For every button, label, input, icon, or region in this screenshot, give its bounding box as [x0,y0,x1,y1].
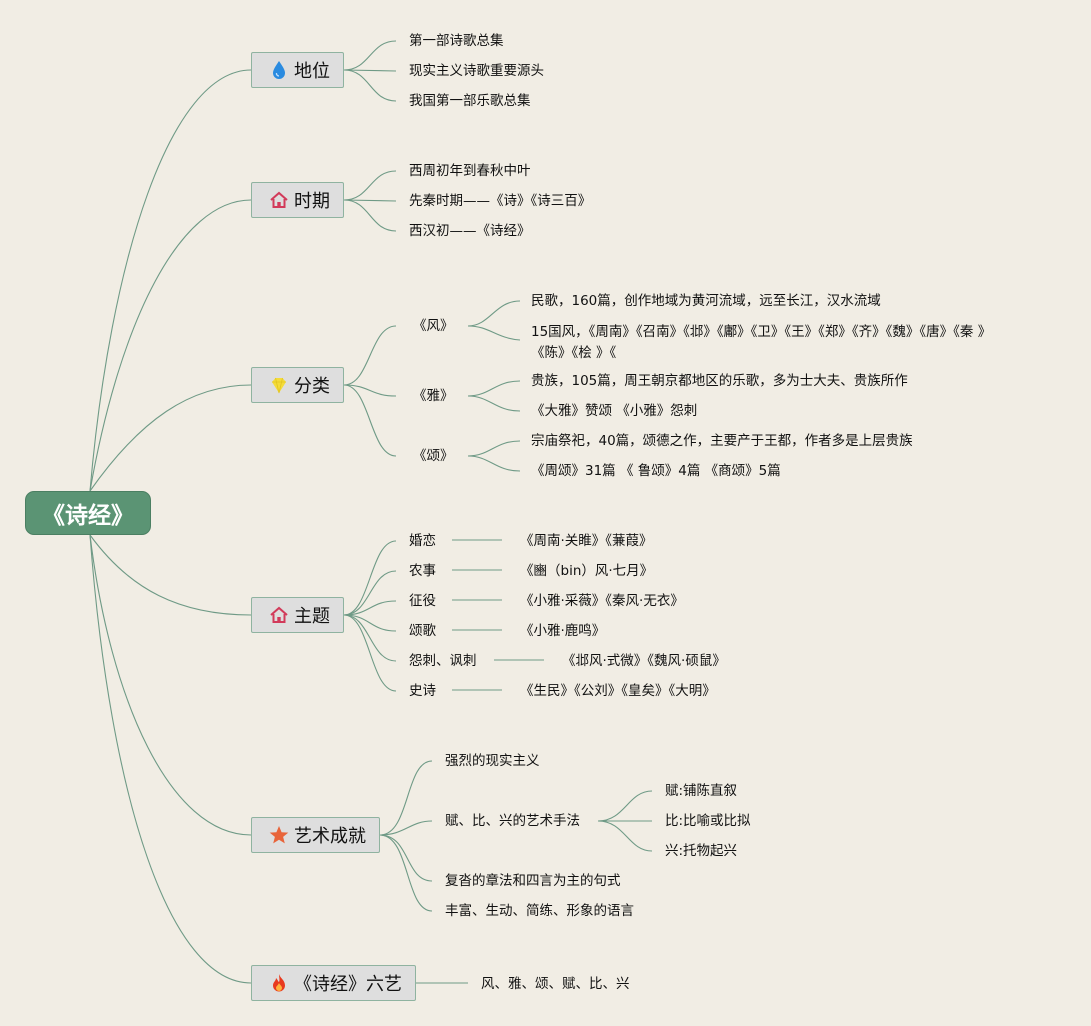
group-label-ya: 《雅》 [413,388,454,404]
leaf-text: 民歌，160篇，创作地域为黄河流域，远至长江，汉水流域 [531,293,881,309]
branch-label: 时期 [294,191,330,212]
works-text: 《小雅·采薇》《秦风·无衣》 [520,593,684,609]
topic-label: 婚恋 [409,533,436,549]
subleaf-text: 赋:铺陈直叙 [665,783,738,799]
subleaf-text: 兴:托物起兴 [665,843,738,859]
leaf-text: 复沓的章法和四言为主的句式 [445,873,621,889]
works-text: 《周南·关睢》《蒹葭》 [520,533,653,549]
topic-label: 农事 [409,563,436,579]
topic-label: 史诗 [409,683,436,699]
leaf-text: 先秦时期——《诗》《诗三百》 [409,193,592,209]
leaf-text: 西周初年到春秋中叶 [409,163,531,179]
branch-label: 地位 [294,61,330,82]
leaf-text: 丰富、生动、简练、形象的语言 [445,903,634,919]
root-node[interactable]: 《诗经》 [25,491,151,535]
branch-node-zhuti[interactable]: 主题 [251,597,344,633]
leaf-text: 强烈的现实主义 [445,753,540,769]
branch-node-yishu[interactable]: 艺术成就 [251,817,380,853]
topic-label: 征役 [409,593,436,609]
branch-node-diwei[interactable]: 地位 [251,52,344,88]
topic-label: 怨刺、讽刺 [409,653,477,669]
leaf-text: 西汉初——《诗经》 [409,223,531,239]
subleaf-text: 比:比喻或比拟 [665,813,751,829]
branch-label: 艺术成就 [294,826,366,847]
works-text: 《邶风·式微》《魏风·硕鼠》 [562,653,726,669]
leaf-text: 我国第一部乐歌总集 [409,93,531,109]
works-text: 《豳（bin）风·七月》 [520,563,654,579]
leaf-text: 15国风，《周南》《召南》《邶》《鄘》《卫》《王》《郑》《齐》《魏》《唐》《秦 … [531,324,992,361]
branch-node-shiqi[interactable]: 时期 [251,182,344,218]
group-label-song: 《颂》 [413,448,454,464]
branch-label: 分类 [294,376,330,397]
diamond-icon [272,377,286,394]
leaf-text: 宗庙祭祀，40篇，颂德之作，主要产于王都，作者多是上层贵族 [531,433,913,449]
branch-node-fenlei[interactable]: 分类 [251,367,344,403]
works-text: 《小雅·鹿鸣》 [520,623,606,639]
branch-label: 《诗经》六艺 [294,974,402,995]
house-icon [270,606,288,623]
fire-icon [273,974,285,992]
branch-label: 主题 [294,606,330,627]
branch-node-liuyi[interactable]: 《诗经》六艺 [251,965,416,1001]
leaf-text: 《周颂》31篇 《 鲁颂》4篇 《商颂》5篇 [531,463,781,479]
group-label-feng: 《风》 [413,318,454,334]
works-text: 《生民》《公刘》《皇矣》《大明》 [520,683,716,699]
leaf-text: 现实主义诗歌重要源头 [409,63,544,79]
leaf-text: 第一部诗歌总集 [409,33,504,49]
leaf-text: 《大雅》赞颂 《小雅》怨刺 [531,403,698,419]
topic-label: 颂歌 [409,623,436,639]
water-drop-icon [273,61,285,79]
house-icon [270,191,288,208]
leaf-text: 贵族，105篇，周王朝京都地区的乐歌，多为士大夫、贵族所作 [531,373,908,389]
leaf-text: 风、雅、颂、赋、比、兴 [481,976,630,992]
leaf-text: 赋、比、兴的艺术手法 [445,813,580,829]
star-icon [269,826,289,844]
